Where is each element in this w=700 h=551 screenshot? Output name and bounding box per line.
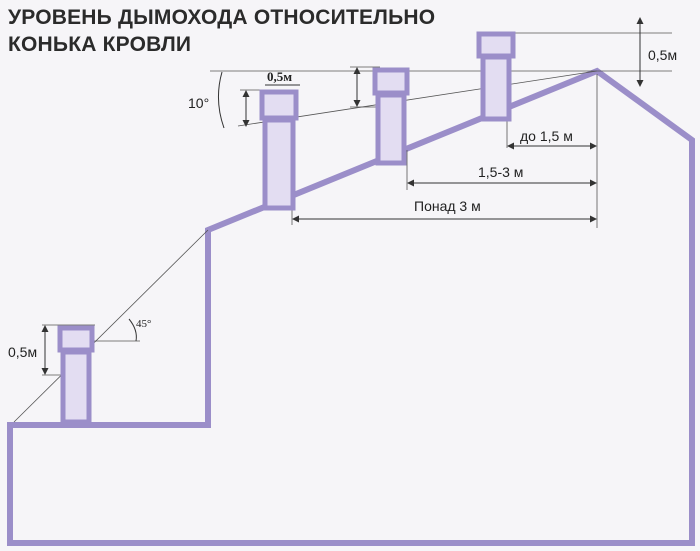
label-over-3: Понад 3 м (414, 198, 481, 214)
house-outline (7, 67, 695, 546)
angle-arcs (128, 71, 225, 342)
chimney-left (57, 325, 95, 425)
dimension-arrows (41, 17, 644, 375)
reference-lines (13, 32, 672, 423)
line-45-degree (13, 229, 209, 423)
angle-10-arc (218, 71, 225, 129)
diagram-title-line-2: КОНЬКА КРОВЛИ (8, 33, 192, 56)
label-angle-45: 45° (136, 318, 151, 330)
angle-45-arc (128, 318, 137, 342)
chimney-near-bend (259, 89, 299, 211)
label-1-5-3: 1,5-3 м (478, 164, 523, 180)
diagram-title-line-1: УРОВЕНЬ ДЫМОХОДА ОТНОСИТЕЛЬНО (8, 6, 436, 29)
chimney-middle (372, 67, 410, 166)
chimney-near-ridge (476, 31, 516, 122)
label-upto-1-5: до 1,5 м (520, 128, 573, 144)
label-chimney-small-height: 0,5м (267, 69, 292, 84)
label-angle-10: 10° (188, 95, 209, 111)
label-left-chimney-height: 0,5м (8, 344, 37, 360)
label-top-height: 0,5м (648, 47, 677, 63)
